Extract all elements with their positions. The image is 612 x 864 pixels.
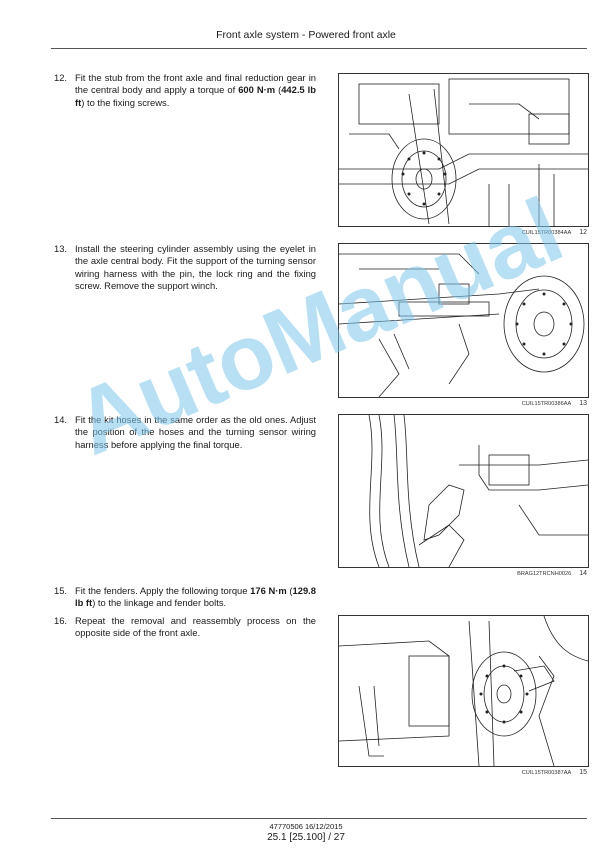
footer-divider — [51, 818, 587, 819]
step-text-part: ) to the linkage and fender bolts. — [92, 597, 227, 609]
figure-13-caption: CUIL15TR00386AA 13 — [338, 400, 587, 407]
figure-number: 13 — [579, 400, 587, 407]
step-text: Repeat the removal and reassembly proces… — [75, 615, 316, 639]
figure-12-caption: CUIL15TR00384AA 12 — [338, 229, 587, 236]
step-16: 16. Repeat the removal and reassembly pr… — [54, 615, 316, 640]
figure-14-caption: BRAG12TRCNH0026 14 — [338, 570, 587, 577]
step-13: 13. Install the steering cylinder assemb… — [54, 243, 316, 293]
step-15: 15. Fit the fenders. Apply the following… — [54, 585, 316, 610]
torque-value-lbft: 129.8 lb ft — [75, 585, 316, 609]
torque-value-lbft: 442.5 lb ft — [75, 84, 316, 108]
figure-number: 15 — [579, 769, 587, 776]
step-number: 15. — [54, 585, 68, 596]
step-12: 12. Fit the stub from the front axle and… — [54, 72, 316, 109]
step-text-part: ( — [286, 585, 293, 596]
figure-code: CUIL15TR00386AA — [521, 401, 572, 407]
footer-page-ref: 25.1 [25.100] / 27 — [267, 832, 345, 843]
figure-12-illustration — [338, 73, 589, 227]
step-text-part: Fit the stub from the front axle and fin… — [75, 72, 316, 96]
step-text: Fit the stub from the front axle and fin… — [75, 72, 316, 109]
figure-code: CUIL15TR00387AA — [521, 770, 572, 776]
step-text: Fit the kit hoses in the same order as t… — [75, 414, 316, 450]
step-text: Fit the fenders. Apply the following tor… — [75, 585, 316, 610]
step-number: 12. — [54, 72, 68, 83]
figure-13-illustration — [338, 243, 589, 398]
page-header-title: Front axle system - Powered front axle — [216, 29, 396, 41]
header-divider — [51, 48, 587, 49]
step-number: 14. — [54, 414, 68, 425]
step-number: 16. — [54, 615, 68, 626]
step-text-part: ( — [275, 84, 282, 96]
torque-value-nm: 176 N·m — [250, 585, 287, 596]
figure-number: 12 — [579, 229, 587, 236]
figure-15-caption: CUIL15TR00387AA 15 — [338, 769, 587, 776]
figure-number: 14 — [579, 570, 587, 577]
step-text-part: Fit the fenders. Apply the following tor… — [75, 585, 251, 596]
figure-14-illustration — [338, 414, 589, 568]
torque-value-nm: 600 N·m — [238, 84, 276, 96]
footer-doc-ref: 47770506 16/12/2015 — [269, 822, 343, 831]
step-14: 14. Fit the kit hoses in the same order … — [54, 414, 316, 451]
figure-code: CUIL15TR00384AA — [521, 230, 572, 236]
step-number: 13. — [54, 243, 68, 254]
figure-code: BRAG12TRCNH0026 — [517, 571, 572, 577]
step-text: Install the steering cylinder assembly u… — [75, 243, 316, 292]
figure-15-illustration — [338, 615, 589, 767]
step-text-part: ) to the fixing screws. — [81, 96, 170, 108]
